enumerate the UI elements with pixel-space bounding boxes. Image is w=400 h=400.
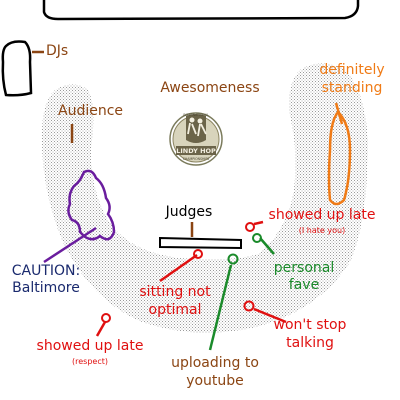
label-standing: standing bbox=[321, 80, 383, 96]
label-baltimore: Baltimore bbox=[12, 280, 80, 296]
label-judges: Judges bbox=[165, 204, 213, 220]
dj-booth-outline bbox=[1, 40, 33, 97]
label-optimal: optimal bbox=[148, 302, 202, 318]
label-fave: fave bbox=[288, 277, 320, 293]
leader-standing bbox=[334, 102, 344, 125]
marker-sitting bbox=[193, 249, 203, 259]
leader-sitting bbox=[159, 253, 198, 283]
label-personal: personal bbox=[273, 260, 335, 276]
leader-youtube bbox=[208, 264, 233, 351]
logo-bottom-text: CHAMPIONSHIPS bbox=[183, 157, 210, 161]
leader-baltimore bbox=[43, 226, 97, 264]
marker-youtube bbox=[227, 253, 239, 265]
ilhc-logo: LINDY HOP INTERNATIONAL CHAMPIONSHIPS bbox=[169, 112, 223, 166]
label-wont-stop: won't stop bbox=[273, 317, 347, 333]
label-youtube: youtube bbox=[186, 373, 244, 389]
label-definitely: definitely bbox=[319, 62, 385, 78]
baltimore-zone bbox=[67, 169, 116, 241]
label-showed-late-right: showed up late bbox=[268, 207, 376, 223]
leader-personal-fave bbox=[259, 237, 275, 255]
leader-wont-stop bbox=[253, 307, 287, 324]
marker-showed-late-left bbox=[101, 313, 111, 323]
audience-area bbox=[41, 63, 368, 333]
label-respect: (respect) bbox=[72, 357, 108, 366]
label-sitting-not: sitting not bbox=[139, 284, 211, 300]
label-i-hate-you: (I hate you) bbox=[298, 226, 346, 235]
leader-showed-late-left bbox=[95, 321, 107, 337]
standing-zone bbox=[327, 110, 352, 206]
stage-outline bbox=[42, 0, 360, 21]
marker-wont-stop bbox=[243, 300, 255, 312]
marker-personal-fave bbox=[252, 233, 262, 243]
leader-showed-late-right bbox=[253, 220, 264, 226]
marker-showed-late-right bbox=[245, 222, 255, 232]
judges-table bbox=[159, 236, 242, 250]
label-awesomeness: Awesomeness bbox=[160, 80, 260, 96]
logo-main-text: LINDY HOP bbox=[176, 147, 216, 155]
label-showed-late-left: showed up late bbox=[36, 338, 144, 354]
label-talking: talking bbox=[286, 335, 334, 351]
label-uploading: uploading to bbox=[171, 355, 259, 371]
label-audience: Audience bbox=[58, 103, 124, 119]
logo-top-text: INTERNATIONAL bbox=[183, 113, 209, 117]
label-caution: CAUTION: bbox=[11, 263, 81, 279]
label-djs: DJs bbox=[46, 43, 69, 59]
